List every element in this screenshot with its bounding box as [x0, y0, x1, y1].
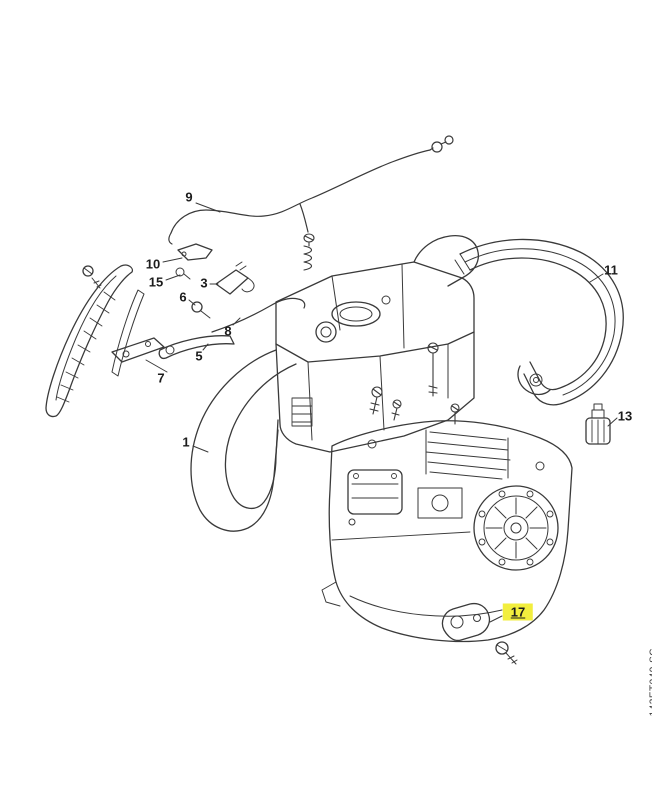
part-label-13[interactable]: 13: [617, 408, 633, 424]
part-label-11[interactable]: 11: [604, 262, 618, 278]
part-label-6[interactable]: 6: [179, 289, 187, 305]
part-label-9[interactable]: 9: [185, 189, 193, 205]
spring-screw-drawing: [303, 233, 315, 271]
leader-lines: [145, 202, 618, 623]
lever-parts-drawing: [111, 301, 235, 363]
throttle-wire-drawing: [211, 297, 306, 333]
drawing-code: 142ET049 SC: [648, 648, 652, 717]
part-label-3[interactable]: 3: [200, 275, 208, 291]
part-label-7[interactable]: 7: [157, 370, 165, 386]
mounting-screws-drawing: [369, 342, 460, 425]
part-17-drawing: [441, 602, 518, 665]
ground-wire-drawing: [168, 135, 454, 245]
part-label-15[interactable]: 15: [148, 274, 164, 290]
part-label-8[interactable]: 8: [224, 323, 232, 339]
handle-housing-drawing: [190, 234, 480, 532]
part-label-5[interactable]: 5: [195, 348, 203, 364]
part-13-drawing: [585, 403, 611, 445]
hand-guard-drawing: [45, 264, 145, 418]
part-label-1[interactable]: 1: [182, 434, 190, 450]
switch-parts-drawing: [175, 243, 255, 295]
wrap-handle-drawing: [454, 238, 624, 406]
part-label-10[interactable]: 10: [145, 256, 161, 272]
part-label-17-highlighted[interactable]: 17: [502, 603, 534, 621]
engine-assembly-drawing: [321, 420, 573, 643]
